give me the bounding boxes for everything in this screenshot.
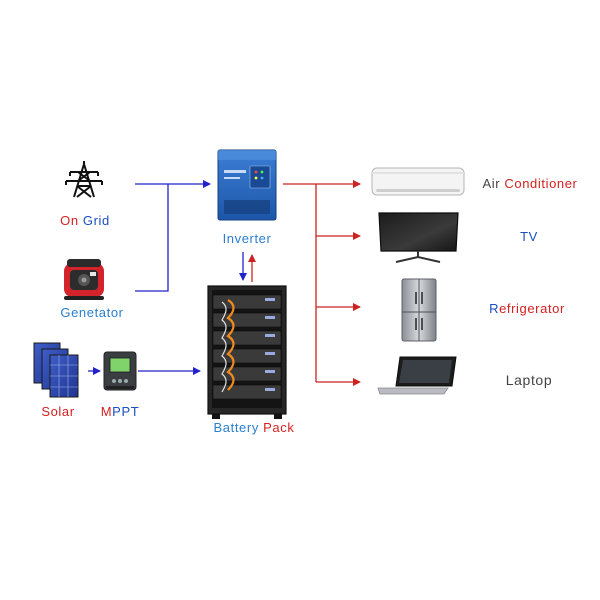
- air-conditioner-label: Air Conditioner: [483, 176, 578, 191]
- input-connectors: [88, 180, 247, 375]
- mppt-controller-icon: [103, 351, 137, 391]
- generator-icon: [64, 259, 104, 300]
- label-part: Battery: [214, 420, 264, 435]
- inverter-icon: [217, 149, 277, 221]
- label-part: TV: [520, 229, 538, 244]
- battery-rack-icon: [207, 285, 287, 419]
- label-part: Solar: [41, 404, 74, 419]
- label-part: Air: [483, 176, 505, 191]
- air-conditioner-icon: [371, 167, 465, 196]
- output-connectors: [248, 180, 361, 386]
- solar-panel-icon: [33, 342, 79, 398]
- label-part: On: [60, 213, 83, 228]
- mppt-label: MPPT: [101, 404, 140, 419]
- label-part: Pack: [263, 420, 294, 435]
- label-part: R: [489, 301, 499, 316]
- refrigerator-icon: [401, 278, 437, 342]
- power-tower-icon: [65, 161, 103, 198]
- label-part: M: [101, 404, 112, 419]
- solar-label: Solar: [41, 404, 74, 419]
- tv-icon: [378, 212, 459, 263]
- label-part: Inverter: [223, 231, 272, 246]
- label-part: efrigerator: [499, 301, 565, 316]
- label-part: PPT: [112, 404, 139, 419]
- genetator-label: Genetator: [60, 305, 123, 320]
- on-grid-label: On Grid: [60, 213, 110, 228]
- laptop-label: Laptop: [506, 372, 552, 388]
- battery-pack-label: Battery Pack: [214, 420, 295, 435]
- inverter-label: Inverter: [223, 231, 272, 246]
- refrigerator-label: Refrigerator: [489, 301, 565, 316]
- label-part: Genetator: [60, 305, 123, 320]
- laptop-icon: [377, 356, 457, 395]
- genetator-to-inverter-line: [135, 184, 169, 292]
- tv-label: TV: [520, 229, 538, 244]
- label-part: Grid: [83, 213, 110, 228]
- label-part: Laptop: [506, 372, 552, 388]
- label-part: Conditioner: [504, 176, 577, 191]
